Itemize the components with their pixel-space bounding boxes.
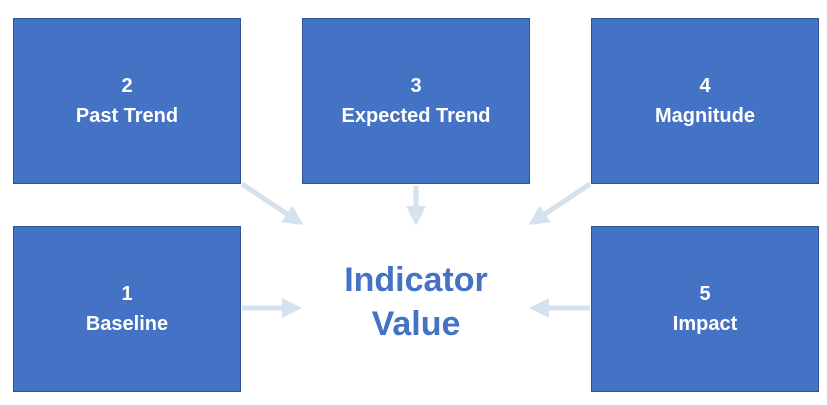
- box-number: 5: [699, 283, 711, 305]
- box-label: Baseline: [85, 313, 169, 335]
- box-label: Past Trend: [75, 105, 179, 127]
- box-number: 2: [121, 75, 133, 97]
- box-label: Expected Trend: [341, 105, 491, 127]
- arrow-past-trend: [240, 181, 304, 225]
- box-number: 1: [121, 283, 133, 305]
- box-past-trend: 2 Past Trend: [13, 18, 241, 184]
- center-line-1: Indicator: [344, 261, 488, 299]
- box-label: Magnitude: [655, 105, 755, 127]
- box-label: Impact: [672, 313, 738, 335]
- box-number: 3: [410, 75, 422, 97]
- box-baseline: 1 Baseline: [13, 226, 241, 392]
- box-number: 4: [699, 75, 711, 97]
- arrow-magnitude: [528, 181, 592, 225]
- box-expected-trend: 3 Expected Trend: [302, 18, 530, 184]
- box-magnitude: 4 Magnitude: [591, 18, 819, 184]
- indicator-value-label: Indicator Value: [300, 258, 532, 346]
- box-impact: 5 Impact: [591, 226, 819, 392]
- center-line-2: Value: [371, 305, 461, 343]
